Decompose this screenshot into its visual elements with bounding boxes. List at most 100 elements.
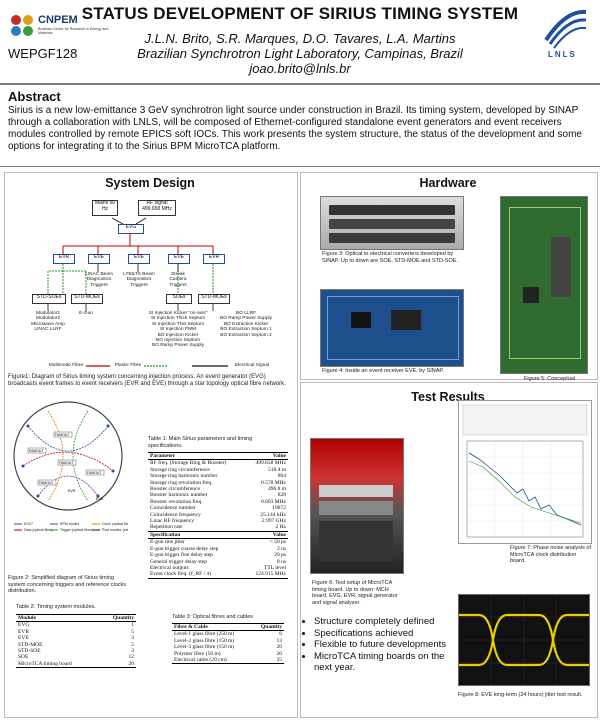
table-cell: Booster circumference <box>150 486 200 493</box>
table-cell: 2 ns <box>276 545 286 552</box>
table2-head-qty: Quantity <box>99 613 136 623</box>
table-cell: Linac RF frequency <box>150 518 194 525</box>
fig4-eve-photo <box>320 289 464 367</box>
fig3-converters-photo <box>320 196 464 250</box>
table-cell: Electrical outputs <box>150 564 189 571</box>
table-cell: Storage ring revolution freq. <box>150 479 213 486</box>
fig1-caption: Figure1: Diagram of Sirius timing system… <box>8 374 286 387</box>
table-cell: E-gun trigger coarse delay step <box>150 545 219 552</box>
table2-head-module: Module <box>16 613 100 623</box>
table-cell: 20 <box>99 660 136 669</box>
table-cell: 864 <box>277 473 286 480</box>
fig4-caption: Figure 4: Inside an event receiver EVE, … <box>322 368 444 374</box>
fig2-caption: Figure 2: Simplified diagram of Sirius t… <box>8 575 126 595</box>
table3-head-fibre: Fibre & Cable <box>172 622 253 632</box>
table-cell: TTL level <box>264 564 286 571</box>
table-cell: E-gun rms jitter <box>150 539 185 546</box>
table1-head-value: Value <box>245 451 288 461</box>
fig6-test-setup-photo <box>310 438 404 574</box>
booster-device-list: BO LLRF BO Ramp Power Supply BO Extracti… <box>220 311 272 338</box>
abstract-heading: Abstract <box>8 89 61 104</box>
table3-head-qty: Quantity <box>252 622 284 632</box>
legend-plastic: Plastic Fibre <box>114 363 142 368</box>
table-cell: Level-3 glass fibre (150 m) <box>174 644 235 651</box>
conclusion-item: MicroTCA timing boards on the next year. <box>314 651 456 674</box>
ltbts-triggers: LTB&TS Beam Diagnostics Triggers <box>123 272 155 288</box>
paper-code: WEPGF128 <box>8 46 78 61</box>
table-cell: Event clock freq. (f_RF / 4) <box>148 571 246 579</box>
table-cell: EVE <box>18 635 29 642</box>
fig8-jitter-plot <box>458 594 590 686</box>
fig2-legend-data: Data (optical fibre) <box>24 528 53 532</box>
table-cell: 8 ns <box>276 558 286 565</box>
table-cell: Coincidence frequency <box>150 511 201 518</box>
fig8-caption: Figure 8: EVE long-term (24 hours) jitte… <box>458 692 583 698</box>
fig2-label-famout-4: FAMOUT <box>87 471 102 475</box>
cnpem-logo: CNPEM Brazilian Center for Research in E… <box>6 8 116 42</box>
table-cell: Storage ring harmonic number <box>150 473 218 480</box>
table-cell: General trigger delay step <box>150 558 207 565</box>
table1-head-spec: Specification <box>148 530 246 540</box>
table3-caption: Table 3: Optical fibres and cables <box>172 614 254 620</box>
linac-triggers: LINAC Beam Diagnostics Triggers <box>85 272 113 288</box>
soes-box: SOEs <box>166 294 192 304</box>
eve-box-3: EVE <box>168 254 190 264</box>
fig2-legend-clock: Clock (optical fibre) <box>102 522 128 526</box>
soe-device-list: Modulator1 Modulator2 Microwave Amp LINA… <box>31 311 65 333</box>
conclusion-item: Flexible to future developments <box>314 639 456 651</box>
fig2-label-famout-2: FAMOUT <box>29 449 44 453</box>
conclusion-item: Specifications achieved <box>314 628 456 640</box>
table-cell: 3 <box>131 635 134 642</box>
table-cell: < 50 ps <box>269 539 286 546</box>
hardware-heading: Hardware <box>419 176 477 190</box>
table-cell: 496.8 m <box>267 486 286 493</box>
fig3-caption: Figure 3: Optical to electrical converte… <box>322 251 458 264</box>
fig2-legend-trigger: Trigger (optical fibre) <box>60 528 92 532</box>
table-cell: 499.658 MHz <box>255 460 286 467</box>
table-cell: Storage ring circumference <box>150 466 210 473</box>
email: joao.brito@lnls.br <box>249 61 351 76</box>
table1-head-param: Parameter <box>148 451 246 461</box>
fig2-label-famout-5: FAMOUT <box>39 481 54 485</box>
table-cell: 20 <box>276 644 283 651</box>
conclusions-list: Structure completely defined Specificati… <box>304 616 456 674</box>
table-cell: 25.144 kHz <box>260 511 286 518</box>
table-cell: 19872 <box>272 505 286 512</box>
table-cell: 518.4 m <box>267 466 286 473</box>
fig2-legend-rpm: RPM modes <box>60 522 80 526</box>
mains-box: Mains 60 Hz <box>92 200 118 216</box>
table-cell: 828 <box>277 492 286 499</box>
table-cell: Level-1 glass fibre (250 m) <box>174 631 235 638</box>
table-cell: Polymer fibre (50 m) <box>174 650 221 657</box>
moe-device-list: E-Gun <box>79 311 93 316</box>
table-cell: Coincidence number <box>150 505 196 512</box>
table-cell: 1 <box>131 622 134 629</box>
table-cell: EVG <box>18 622 30 629</box>
ring-diagram: FAMOUT FAMOUT FAMOUT FAMOUT FAMOUT EVR E… <box>8 396 136 556</box>
fig5-microtca-photo <box>500 196 588 374</box>
table-cell: Electrical cable (20 cm) <box>172 657 253 665</box>
table-cell: 20 ps <box>274 552 286 559</box>
fig2-label-evr: EVR <box>68 489 76 493</box>
table-cell: Level-2 glass fibre (150 m) <box>174 637 235 644</box>
table-cell: STD-MOE <box>18 641 43 648</box>
legend-multimode: Multimode Fibre <box>48 363 84 368</box>
table-cell: 5 <box>131 641 134 648</box>
phase-noise-svg <box>462 404 588 538</box>
fig2-label-evg: EVG <box>96 497 104 501</box>
table-cell: 2 Hz <box>245 524 288 532</box>
fig2-legend-post: Post monitor (electric) <box>102 528 128 532</box>
table-cell: MicroTCA timing board <box>16 660 100 669</box>
legend-electrical: Electrical Signal <box>234 363 270 368</box>
institution: Brazilian Synchrotron Light Laboratory, … <box>137 46 463 61</box>
streak-triggers: Streak Camera Triggers <box>169 272 187 288</box>
table-cell: 6 <box>279 631 282 638</box>
table-cell: 13 <box>276 637 283 644</box>
table-cell: 20 <box>276 650 283 657</box>
conclusion-item: Structure completely defined <box>314 616 456 628</box>
table-cell: 0.603 MHz <box>260 498 286 505</box>
table-cell: Booster harmonic number <box>150 492 208 499</box>
table-cell: 2.997 GHz <box>261 518 286 525</box>
